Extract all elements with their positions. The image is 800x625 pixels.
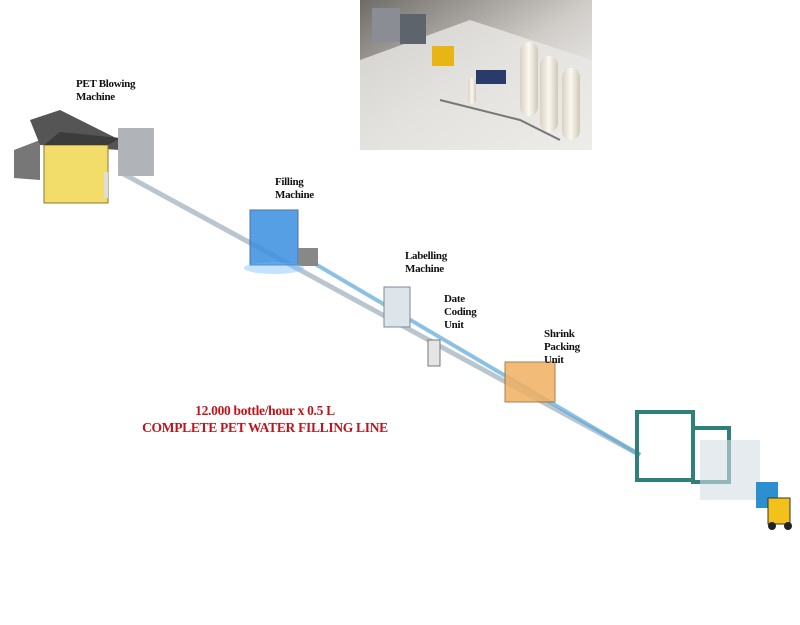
label-line: Packing [544, 341, 580, 353]
water-treatment-inset [360, 0, 592, 150]
conveyor-line [118, 169, 642, 458]
label-labelling-machine: Labelling Machine [405, 250, 447, 276]
date-coding-unit [427, 339, 441, 367]
shrink-packing-unit [504, 361, 556, 403]
label-line: Unit [544, 354, 564, 366]
forklift [767, 497, 792, 530]
label-line: Machine [275, 189, 314, 201]
caption-capacity: 12.000 bottle/hour x 0.5 L [195, 403, 335, 418]
label-shrink-packing-unit: Shrink Packing Unit [544, 328, 580, 367]
label-line: Labelling [405, 250, 447, 262]
label-filling-machine: Filling Machine [275, 176, 314, 202]
label-line: Filling [275, 176, 304, 188]
label-line: Date [444, 293, 465, 305]
label-date-coding-unit: Date Coding Unit [444, 293, 477, 332]
label-line: Unit [444, 319, 464, 331]
label-line: PET Blowing [76, 78, 136, 90]
label-line: Machine [76, 91, 115, 103]
pet-blowing-machine [14, 110, 154, 204]
palletizer [635, 410, 778, 508]
filling-machine [244, 209, 318, 274]
line-caption: 12.000 bottle/hour x 0.5 L COMPLETE PET … [130, 402, 400, 436]
label-line: Shrink [544, 328, 575, 340]
label-line: Coding [444, 306, 477, 318]
label-pet-blowing-machine: PET Blowing Machine [76, 78, 135, 104]
caption-title: COMPLETE PET WATER FILLING LINE [142, 420, 388, 435]
labelling-machine [383, 286, 411, 328]
label-line: Machine [405, 263, 444, 275]
